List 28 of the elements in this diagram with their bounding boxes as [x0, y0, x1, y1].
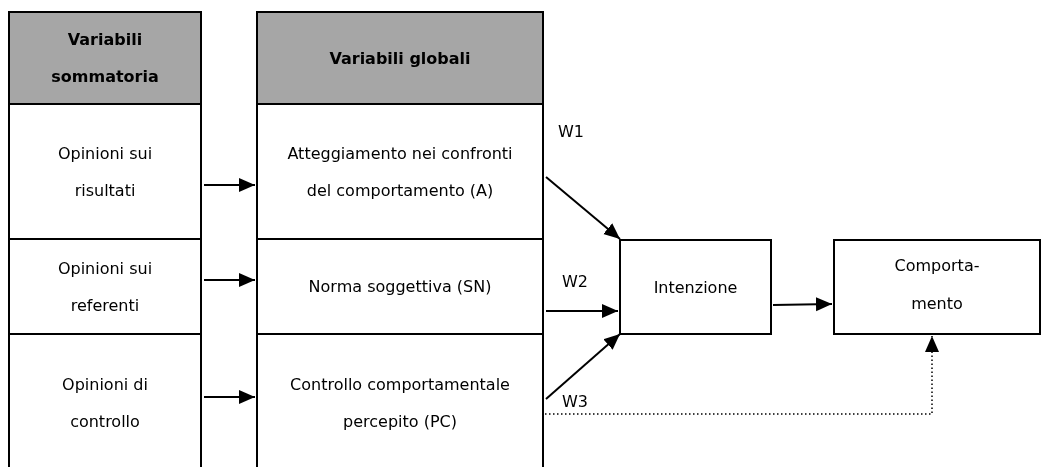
arrow [203, 273, 256, 287]
header-text: Variabili globali [329, 47, 471, 70]
node-label: Controllo comportamentale percepito (PC) [289, 374, 511, 433]
node-label: Norma soggettiva (SN) [308, 276, 492, 298]
node-label: Opinioni di controllo [61, 374, 149, 433]
table-cell [256, 333, 544, 467]
dotted-arrow [544, 335, 939, 415]
node-label: Comporta- mento [893, 255, 981, 315]
table-cell [8, 238, 202, 335]
column-header [256, 11, 544, 105]
column-header [8, 11, 202, 105]
table-cell [256, 238, 544, 335]
arrow [203, 178, 256, 192]
node-label: Atteggiamento nei confronti del comportamento (A) [286, 142, 514, 202]
arrow [545, 304, 619, 318]
node-label: Opinioni sui risultati [56, 142, 154, 202]
arrow [203, 390, 256, 404]
table-cell [8, 103, 202, 240]
process-box [619, 239, 772, 335]
arrow [545, 333, 621, 400]
node-label: Opinioni sui referenti [56, 257, 154, 317]
table-cell [8, 333, 202, 467]
arrow [545, 176, 621, 240]
process-box [833, 239, 1041, 335]
header-text: Variabili sommatoria [50, 29, 160, 88]
arrow [772, 297, 833, 312]
table-cell [256, 103, 544, 240]
node-label: Intenzione [653, 276, 738, 299]
